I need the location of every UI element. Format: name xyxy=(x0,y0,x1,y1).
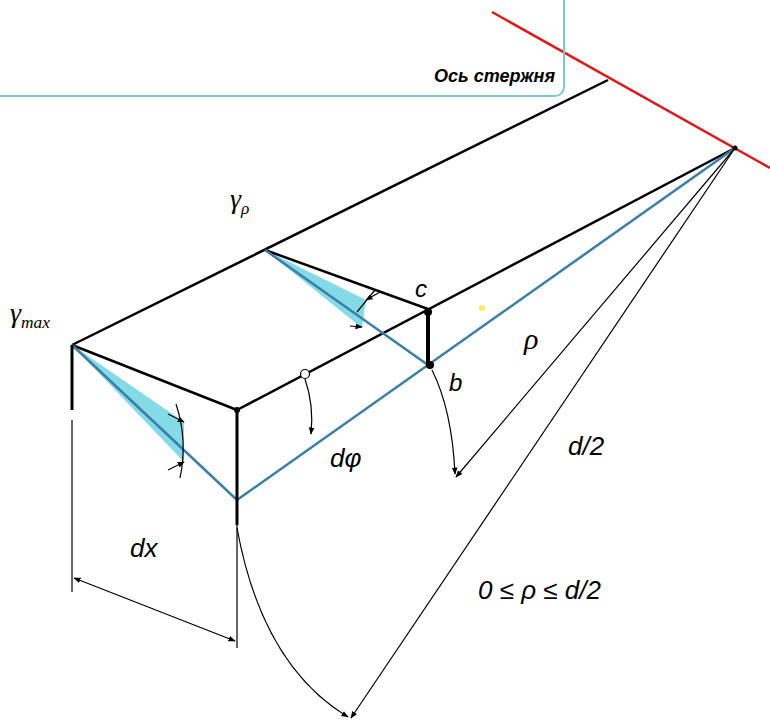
angle-label: dφ xyxy=(330,444,361,473)
prism-edge xyxy=(237,148,735,410)
radius-line xyxy=(456,148,735,477)
radius-label: ρ xyxy=(524,322,538,355)
axis-point xyxy=(733,146,738,151)
prism-edge-blue xyxy=(237,148,735,500)
point-c xyxy=(424,308,432,316)
section-edge xyxy=(265,250,428,309)
prism-edge xyxy=(72,80,608,345)
vertical-edge xyxy=(236,410,239,525)
range-label: 0 ≤ ρ ≤ d/2 xyxy=(478,576,601,605)
title-panel: Ось стержня xyxy=(0,0,565,97)
extension-line xyxy=(236,525,237,648)
angle-arrow xyxy=(350,326,362,327)
rotation-arc xyxy=(305,379,312,434)
rotation-mark xyxy=(301,370,310,379)
angle-arrow xyxy=(168,462,184,470)
point-label: c xyxy=(415,276,427,302)
point-label: b xyxy=(449,370,462,396)
point-b xyxy=(426,361,434,369)
radius-arc xyxy=(237,528,348,717)
dimension-line xyxy=(74,578,235,641)
dimension-label: dx xyxy=(130,534,157,563)
shear-triangle xyxy=(72,345,184,462)
shear-angle-label: γρ xyxy=(230,184,249,218)
dimension-label: d/2 xyxy=(568,432,604,461)
prism-edge-blue xyxy=(72,345,237,500)
corner-dot xyxy=(234,407,240,413)
bar-axis xyxy=(492,12,770,168)
angle-arrow xyxy=(366,292,380,300)
panel-title: Ось стержня xyxy=(434,66,555,87)
shear-angle-label: γmax xyxy=(10,298,50,332)
radius-line xyxy=(351,148,735,718)
section-edge-blue xyxy=(265,250,428,365)
angle-arc xyxy=(176,404,183,478)
prism-edge xyxy=(72,345,237,410)
angle-arrow xyxy=(168,414,184,422)
segment-cb xyxy=(426,309,430,365)
vertical-tick xyxy=(71,345,74,410)
angle-arc xyxy=(357,290,375,312)
extension-line xyxy=(71,420,72,592)
highlight-dot xyxy=(479,305,485,311)
